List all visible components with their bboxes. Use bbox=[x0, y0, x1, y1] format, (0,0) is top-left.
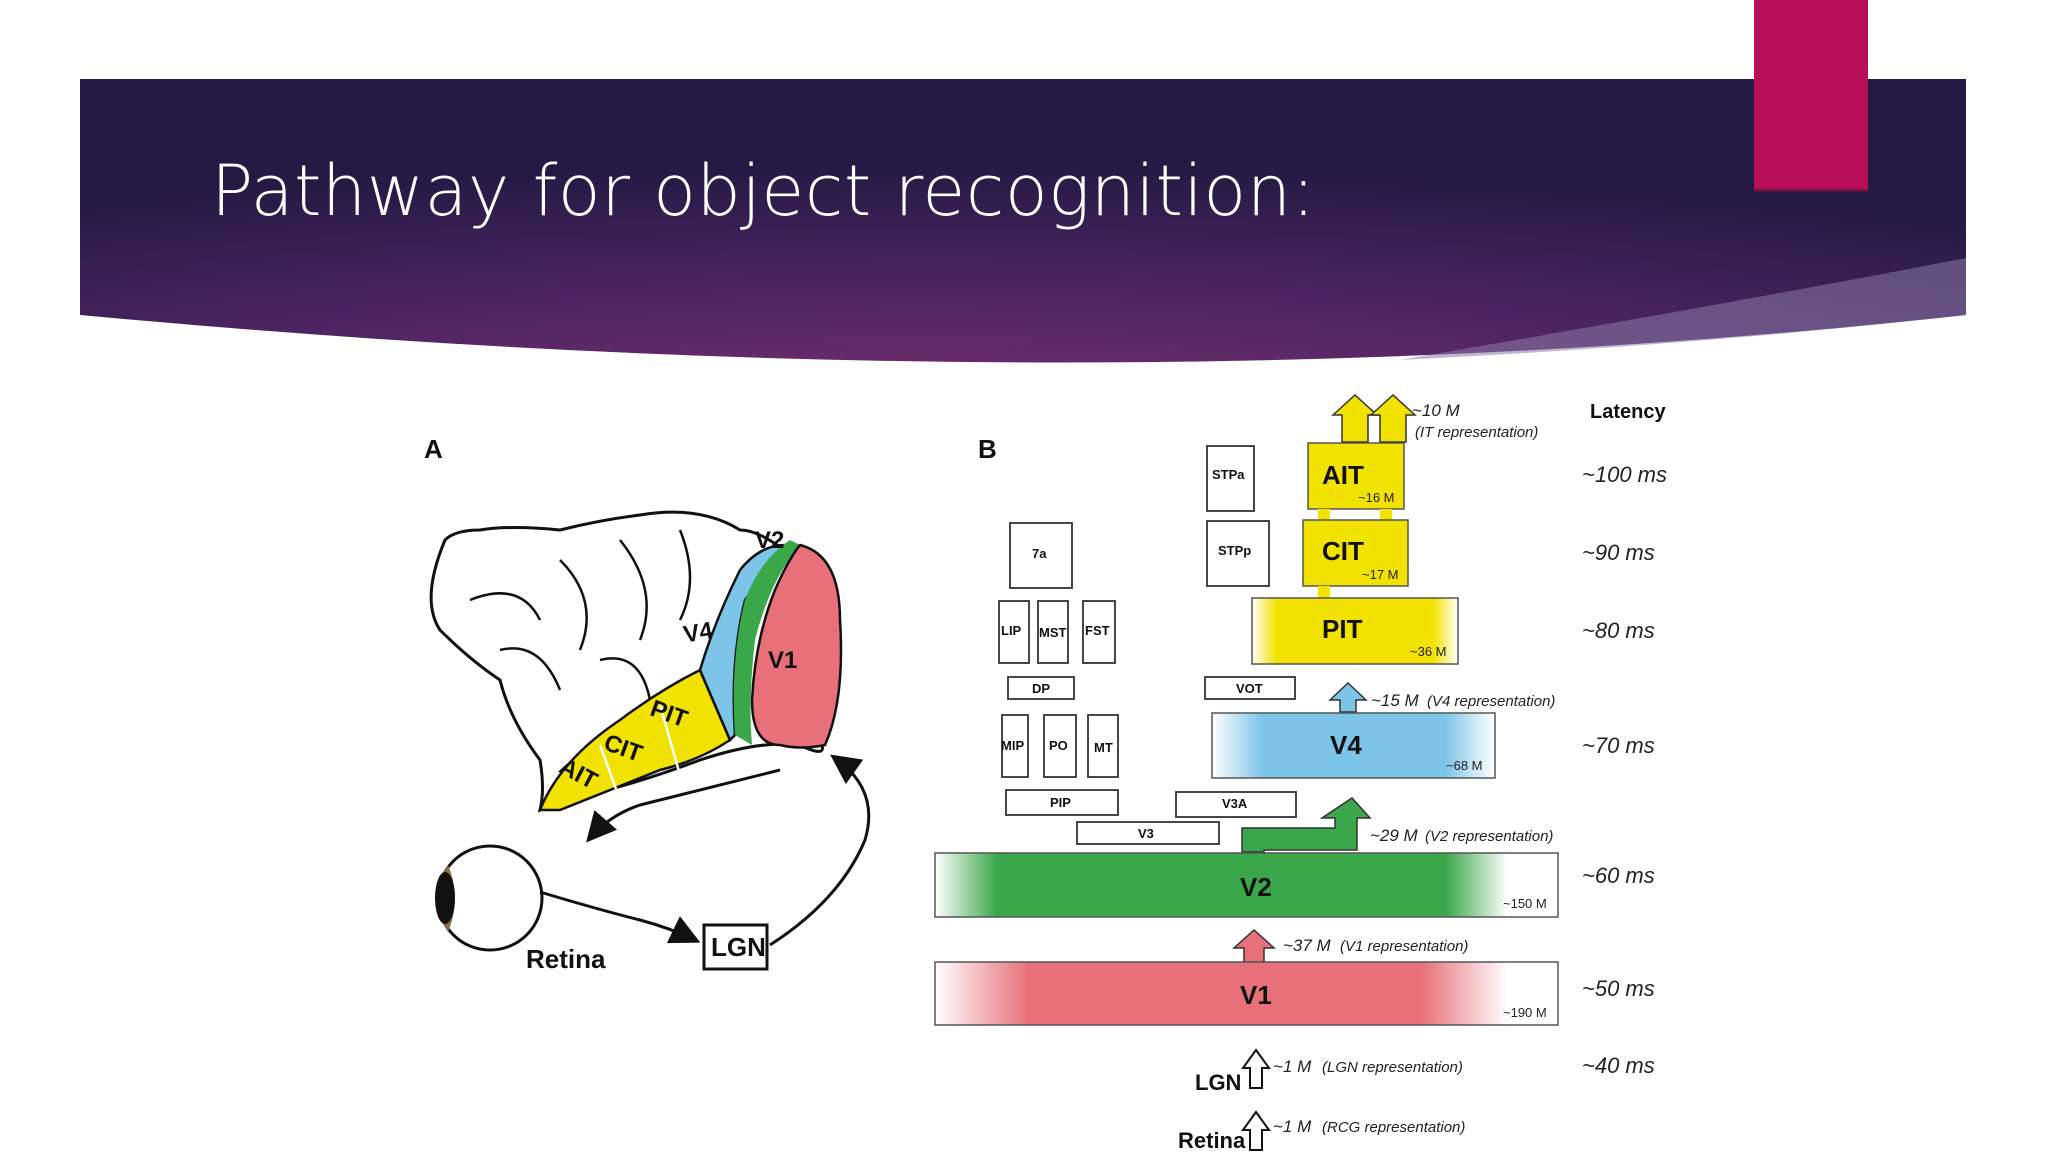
box-lip bbox=[998, 600, 1030, 664]
label-pit-b: PIT bbox=[1322, 614, 1363, 644]
ann-it: ~10 M bbox=[1412, 401, 1461, 420]
box-stpa bbox=[1206, 445, 1255, 512]
box-v1 bbox=[934, 961, 1559, 1026]
box-po bbox=[1043, 714, 1077, 778]
panel-a: A V2 V4 V1 PIT CIT AIT Retina LGN bbox=[424, 434, 871, 974]
v2-arrow bbox=[1241, 797, 1372, 853]
latency-header: Latency bbox=[1590, 401, 1666, 423]
ann-v1-note: (V1 representation) bbox=[1340, 938, 1468, 955]
ann-rcg-note: (RCG representation) bbox=[1322, 1119, 1465, 1136]
label-v3: V3 bbox=[1138, 826, 1154, 841]
box-7a bbox=[1009, 522, 1073, 589]
ann-rcg: ~1 M bbox=[1273, 1117, 1312, 1136]
size-v4: ~68 M bbox=[1446, 758, 1483, 773]
region-v2 bbox=[733, 540, 800, 745]
box-v2 bbox=[934, 852, 1559, 918]
box-dp bbox=[1007, 676, 1075, 700]
label-cit-b: CIT bbox=[1322, 536, 1364, 566]
ann-v2: ~29 M bbox=[1370, 826, 1419, 845]
label-v3a: V3A bbox=[1222, 796, 1248, 811]
ann-lgn-note: (LGN representation) bbox=[1322, 1059, 1463, 1076]
v4-arrow bbox=[1328, 681, 1368, 713]
label-stpa: STPa bbox=[1212, 467, 1245, 482]
label-lip: LIP bbox=[1001, 623, 1022, 638]
label-mt: MT bbox=[1094, 740, 1113, 755]
latency-40: ~40 ms bbox=[1582, 1053, 1655, 1078]
label-v2: V2 bbox=[755, 527, 784, 554]
retina-b: Retina bbox=[1178, 1128, 1246, 1152]
label-v4-b: V4 bbox=[1330, 730, 1362, 760]
lgn-b: LGN bbox=[1195, 1070, 1241, 1095]
it-output-arrows bbox=[1331, 393, 1417, 443]
label-ait-b: AIT bbox=[1322, 460, 1364, 490]
accent-tab bbox=[1754, 0, 1868, 190]
label-v2-b: V2 bbox=[1240, 872, 1272, 902]
ann-v2-note: (V2 representation) bbox=[1425, 828, 1553, 845]
ann-it-note: (IT representation) bbox=[1415, 424, 1538, 441]
panel-b: B Latency ~100 ms ~90 ms ~80 ms ~70 ms ~… bbox=[934, 393, 1667, 1152]
label-stpp: STPp bbox=[1218, 543, 1251, 558]
retina-arrow bbox=[1241, 1110, 1271, 1151]
box-cit bbox=[1302, 519, 1409, 587]
v1-arrow bbox=[1232, 928, 1276, 963]
box-stpp bbox=[1206, 520, 1270, 587]
box-mip bbox=[1001, 714, 1029, 778]
ann-v1: ~37 M bbox=[1283, 936, 1332, 955]
latency-90: ~90 ms bbox=[1582, 540, 1655, 565]
label-mip: MIP bbox=[1001, 738, 1024, 753]
panel-a-label: A bbox=[424, 434, 443, 464]
latency-60: ~60 ms bbox=[1582, 863, 1655, 888]
label-po: PO bbox=[1049, 738, 1068, 753]
ann-lgn: ~1 M bbox=[1273, 1057, 1312, 1076]
size-v1: ~190 M bbox=[1503, 1005, 1547, 1020]
latency-50: ~50 ms bbox=[1582, 976, 1655, 1001]
box-v3 bbox=[1076, 821, 1220, 845]
latency-70: ~70 ms bbox=[1582, 733, 1655, 758]
label-v4: V4 bbox=[681, 617, 715, 649]
label-pip: PIP bbox=[1050, 795, 1071, 810]
box-fst bbox=[1082, 600, 1116, 664]
box-mt bbox=[1087, 714, 1119, 778]
label-mst: MST bbox=[1039, 625, 1067, 640]
size-pit: ~36 M bbox=[1410, 644, 1447, 659]
box-ait bbox=[1307, 442, 1405, 510]
box-mst bbox=[1037, 600, 1069, 664]
dorsal-areas bbox=[998, 445, 1297, 845]
label-fst: FST bbox=[1085, 623, 1110, 638]
label-7a: 7a bbox=[1032, 546, 1047, 561]
label-v1: V1 bbox=[768, 647, 797, 674]
region-v1 bbox=[750, 543, 843, 749]
eye-icon bbox=[435, 844, 544, 952]
lgn-arrow bbox=[1241, 1048, 1271, 1089]
ann-v4: ~15 M bbox=[1371, 691, 1420, 710]
box-v3a bbox=[1175, 791, 1297, 818]
size-v2: ~150 M bbox=[1503, 896, 1547, 911]
label-vot: VOT bbox=[1236, 681, 1263, 696]
label-v1-b: V1 bbox=[1240, 980, 1272, 1010]
slide-title: Pathway for object recognition: bbox=[211, 150, 1316, 232]
panel-b-label: B bbox=[978, 434, 997, 464]
latency-100: ~100 ms bbox=[1582, 462, 1667, 487]
ann-v4-note: (V4 representation) bbox=[1427, 693, 1555, 710]
retina-label: Retina bbox=[526, 944, 606, 974]
lgn-box bbox=[702, 923, 769, 971]
box-pit bbox=[1251, 597, 1459, 665]
size-cit: ~17 M bbox=[1362, 567, 1399, 582]
size-ait: ~16 M bbox=[1358, 490, 1395, 505]
lgn-label: LGN bbox=[711, 932, 766, 962]
box-v4 bbox=[1211, 712, 1496, 779]
label-dp: DP bbox=[1032, 681, 1050, 696]
box-vot bbox=[1204, 676, 1296, 700]
title-banner bbox=[80, 0, 1966, 363]
box-pip bbox=[1005, 789, 1119, 816]
latency-80: ~80 ms bbox=[1582, 618, 1655, 643]
